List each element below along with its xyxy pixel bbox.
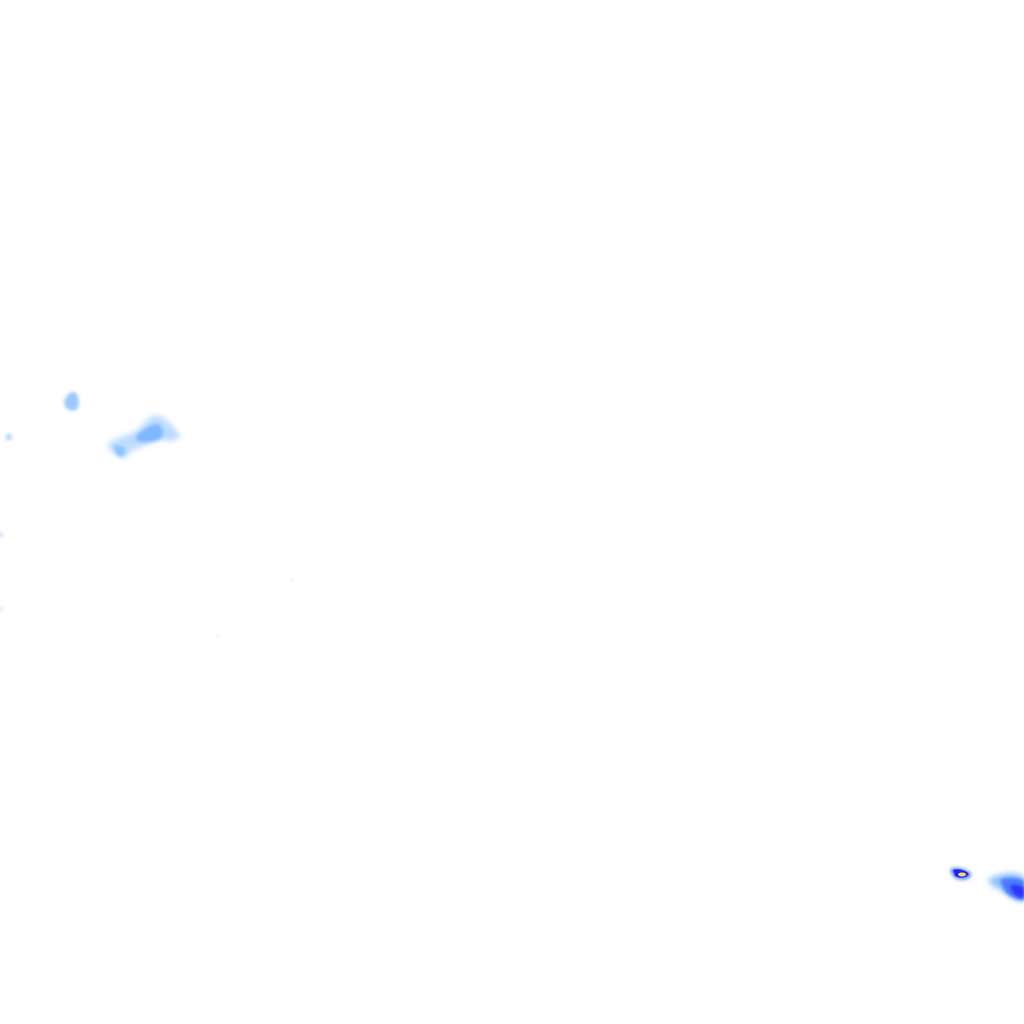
rain-cell-west-main (107, 415, 180, 459)
rain-cell-southeast-core (950, 867, 972, 880)
rain-cell-southeast-band (988, 873, 1024, 902)
rain-cell-west-small (0, 392, 293, 638)
